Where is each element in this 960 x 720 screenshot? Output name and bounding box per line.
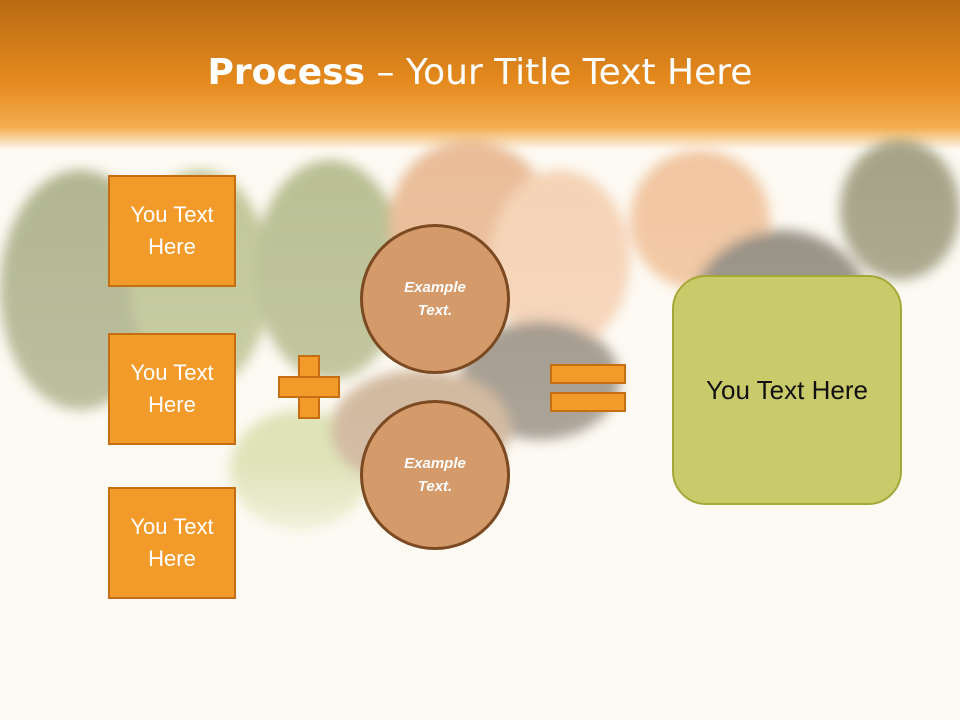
slide-title: Process – Your Title Text Here bbox=[0, 52, 960, 93]
result-label: You Text Here bbox=[706, 374, 868, 405]
input-box-label: You Text Here bbox=[130, 514, 214, 571]
input-box-label: You Text Here bbox=[130, 202, 214, 259]
circle-label: Example Text. bbox=[404, 455, 466, 495]
example-circle-2[interactable]: Example Text. bbox=[360, 400, 510, 550]
result-box[interactable]: You Text Here bbox=[672, 275, 902, 505]
input-box-2[interactable]: You Text Here bbox=[108, 333, 236, 445]
input-box-label: You Text Here bbox=[130, 360, 214, 417]
example-circle-1[interactable]: Example Text. bbox=[360, 224, 510, 374]
circle-label: Example Text. bbox=[404, 279, 466, 319]
input-box-3[interactable]: You Text Here bbox=[108, 487, 236, 599]
equals-icon-bottom-bar bbox=[550, 392, 626, 412]
title-rest: – Your Title Text Here bbox=[365, 52, 753, 93]
equals-icon-top-bar bbox=[550, 364, 626, 384]
title-bold: Process bbox=[207, 52, 366, 93]
input-box-1[interactable]: You Text Here bbox=[108, 175, 236, 287]
plus-icon-center bbox=[300, 378, 318, 396]
